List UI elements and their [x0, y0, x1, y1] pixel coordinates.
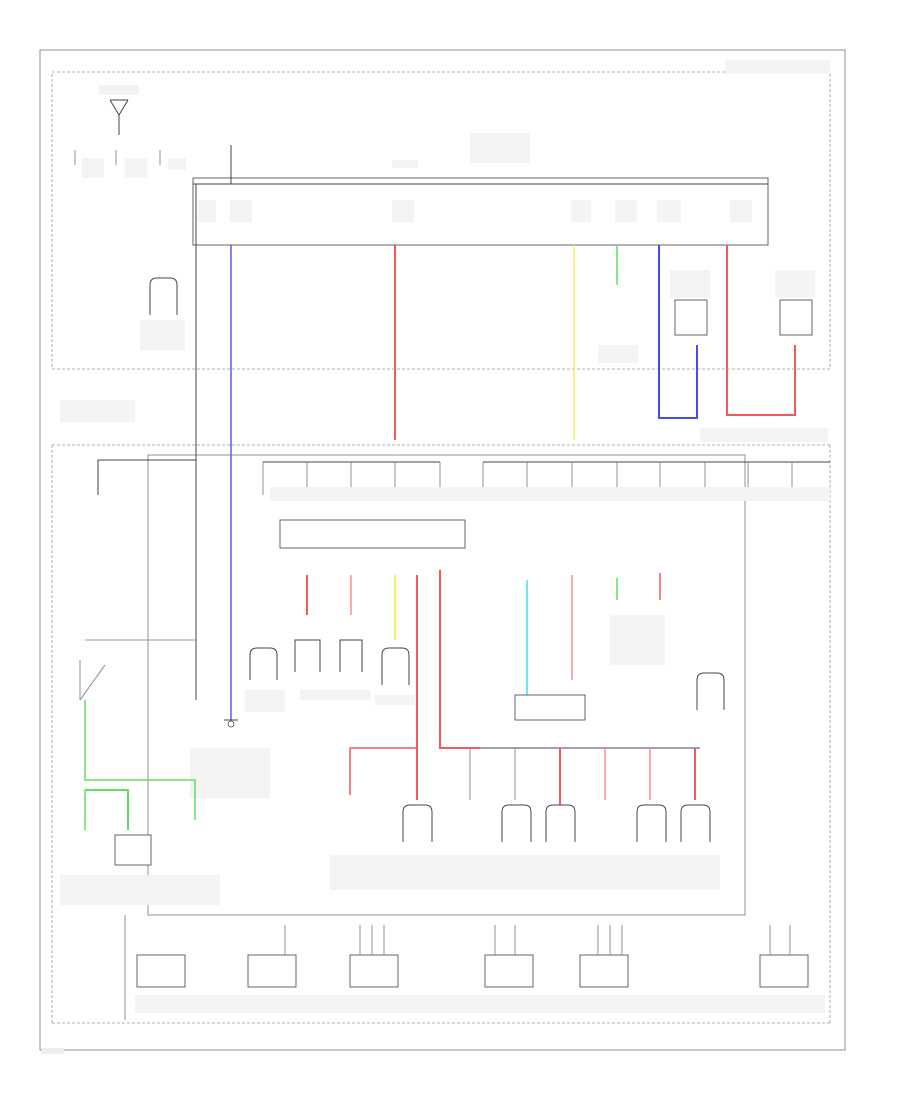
page-number-mark	[42, 1048, 64, 1054]
under-hood-box-label	[725, 60, 830, 74]
relay-1-label	[670, 270, 710, 298]
blue-wire-2	[658, 245, 698, 419]
connector-label	[598, 345, 638, 363]
component-upper-left	[149, 277, 178, 315]
left-switch-section	[79, 639, 196, 701]
under-dash-box-label	[700, 428, 828, 442]
switch-labels	[60, 875, 220, 905]
upper-fuse-labels	[198, 200, 752, 222]
main-fuse-strip	[192, 177, 769, 246]
relay-2	[779, 299, 813, 336]
relay-1	[674, 299, 708, 336]
fuse-box-title	[470, 133, 530, 163]
middle-components	[249, 639, 725, 721]
fuse-label-b	[125, 158, 147, 178]
red-wire-2	[726, 245, 796, 416]
ground-icon	[224, 719, 238, 728]
dash-fuse-labels	[270, 487, 830, 501]
load-labels	[330, 855, 720, 890]
module-label	[610, 615, 665, 665]
legend-notes	[60, 400, 135, 422]
red-wire-6	[349, 747, 417, 795]
middle-label-1	[245, 690, 285, 712]
load-components-row	[402, 804, 711, 842]
bottom-components	[124, 915, 809, 1020]
fuse-label-a	[82, 158, 104, 178]
under-dash-fuse-box	[147, 454, 746, 916]
switch-component	[114, 834, 152, 866]
middle-label-3	[375, 695, 415, 705]
under-hood-fuse-box-boundary	[51, 71, 831, 370]
relay-group	[279, 519, 466, 549]
middle-label-2	[300, 690, 370, 700]
battery-ground-icon	[99, 85, 139, 135]
green-wire-3	[84, 700, 196, 820]
component-upper-left-label	[140, 320, 185, 350]
diagram-frame	[39, 49, 846, 1051]
bottom-component-labels	[135, 995, 825, 1013]
relay-2-label	[775, 270, 815, 298]
connector-block-label	[190, 748, 270, 798]
red-wire-5	[439, 570, 480, 749]
green-wire-4	[85, 789, 129, 830]
fuse-label-c	[168, 158, 186, 170]
fuse-box-sub	[392, 160, 418, 168]
